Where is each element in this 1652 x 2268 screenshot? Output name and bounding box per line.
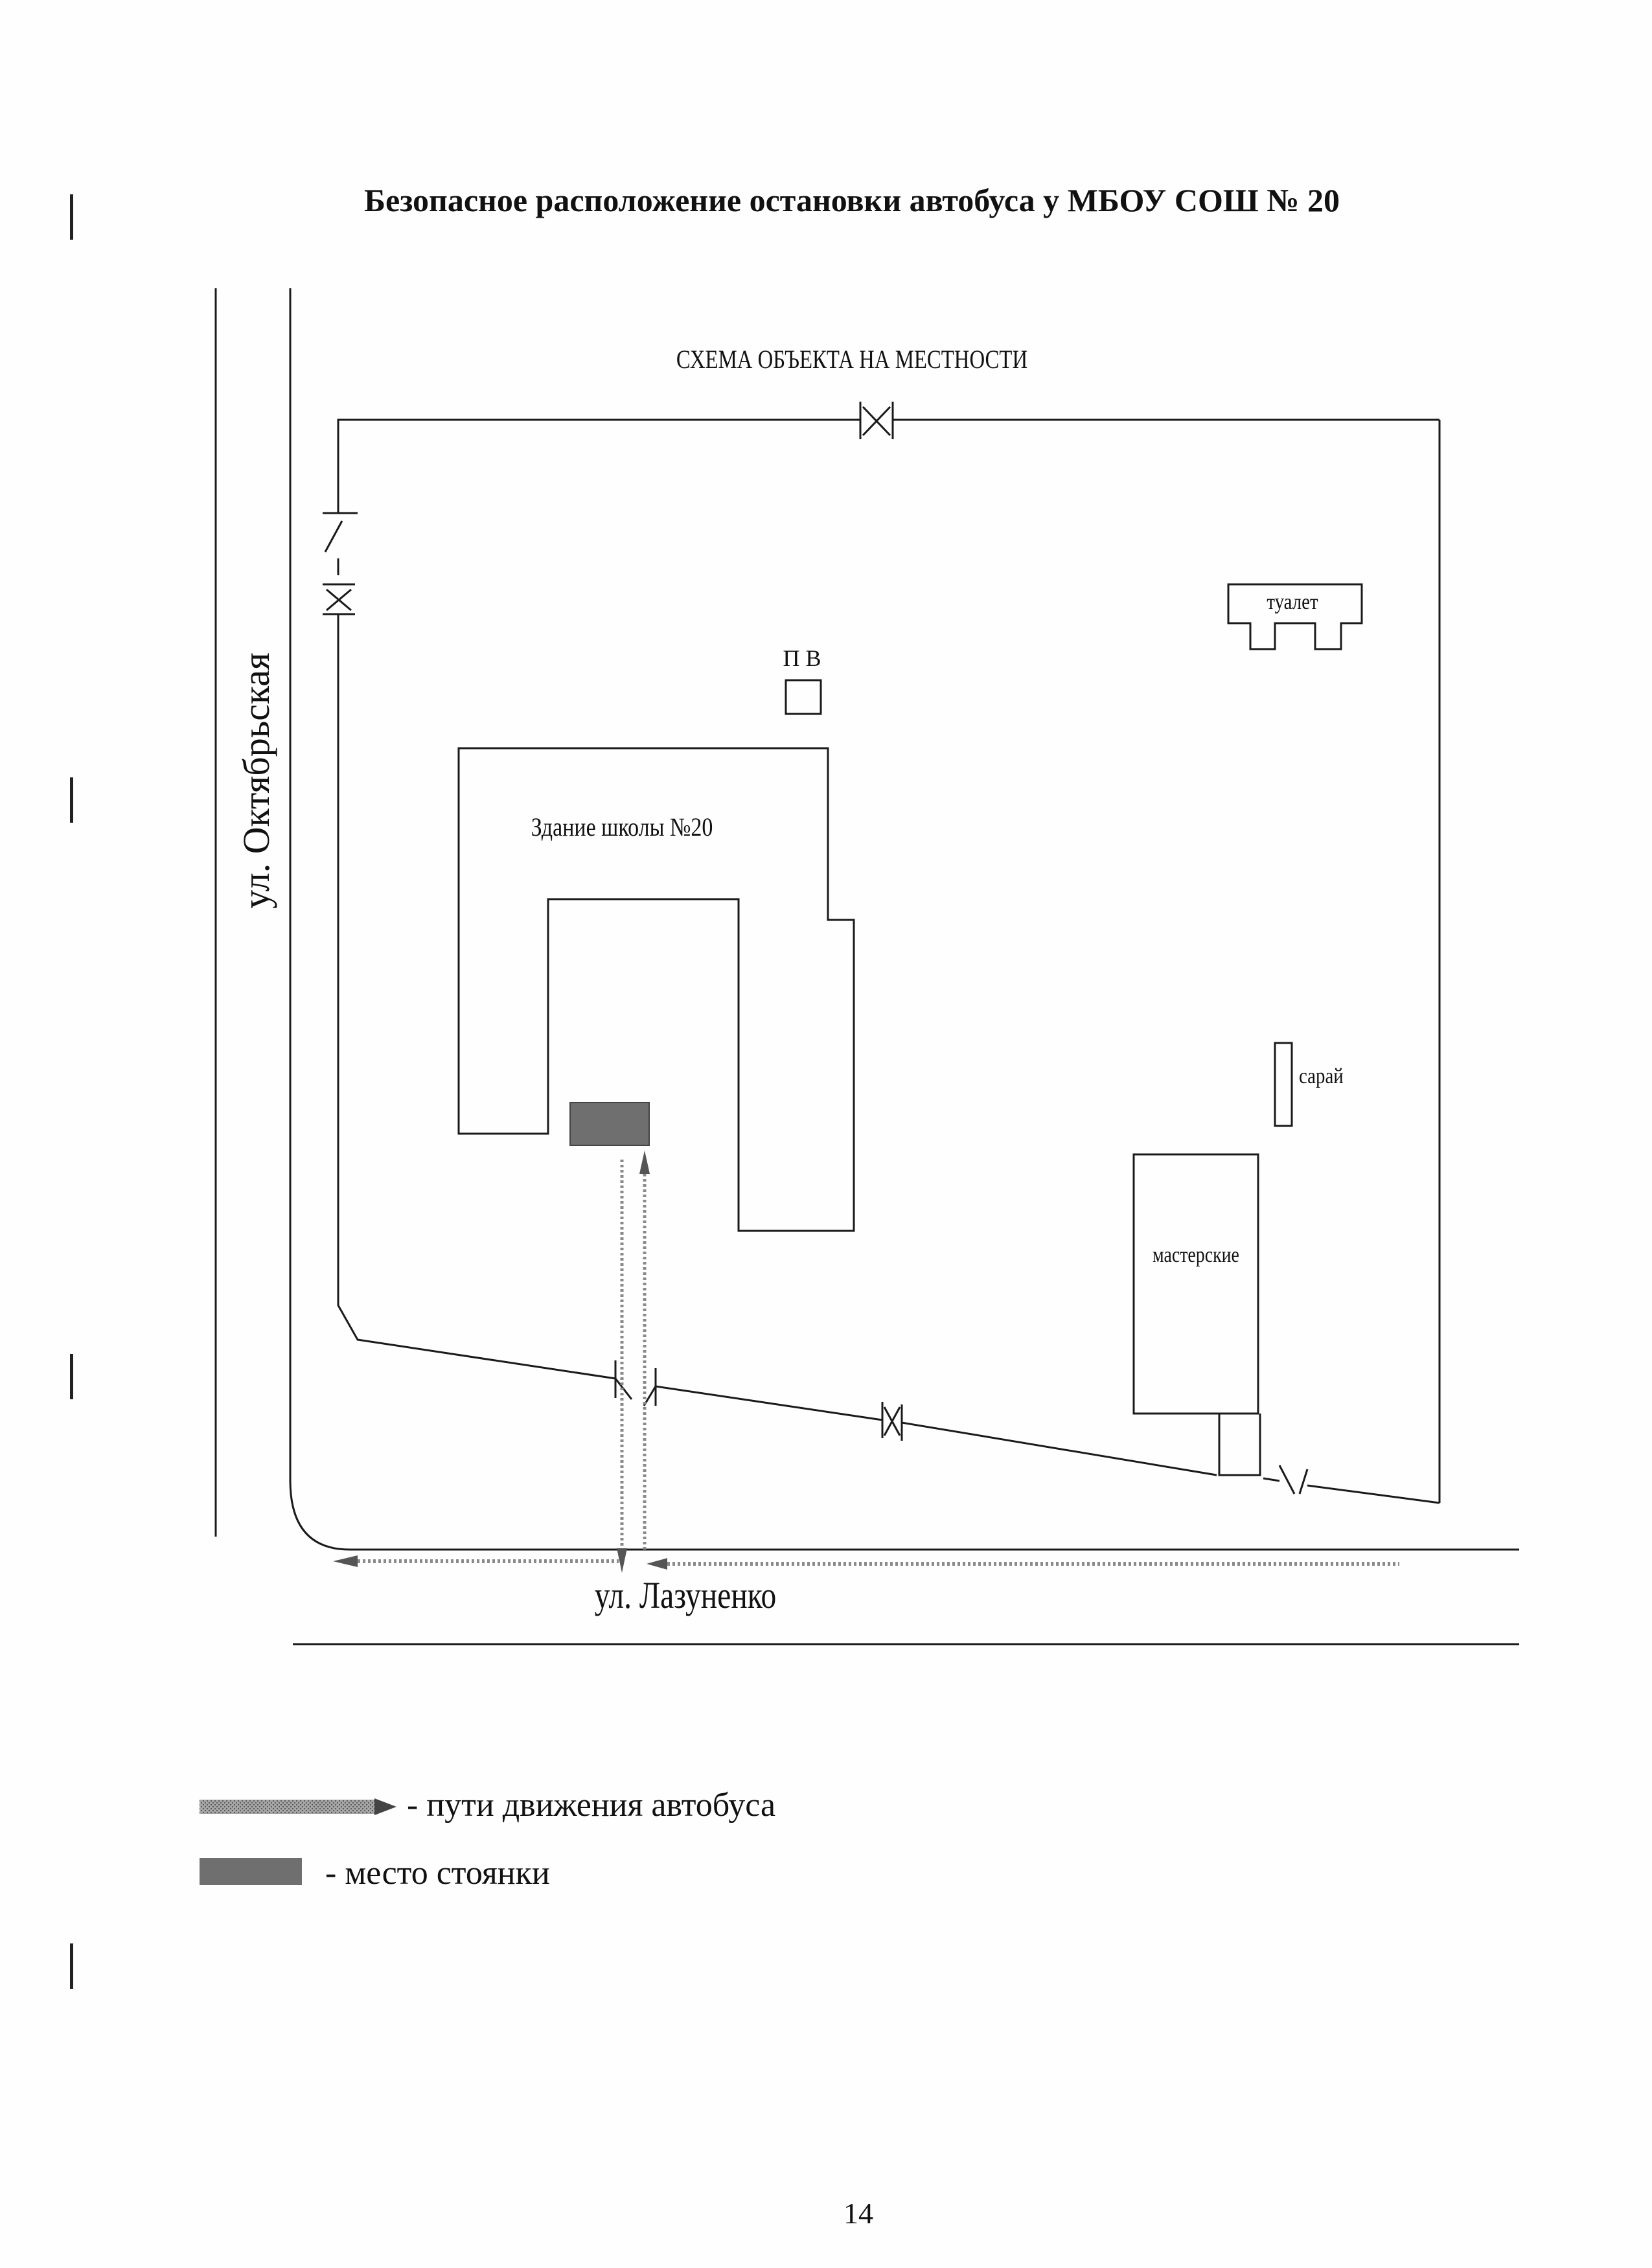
legend: - пути движения автобуса - место стоянки [200,1787,775,1892]
scan-mark [70,1354,73,1399]
school-label: Здание школы №20 [531,814,713,842]
legend-bus-path-swatch [200,1798,396,1815]
scan-mark [70,777,73,823]
pv-label: П В [783,645,821,671]
gate-bottom-right [1278,1465,1309,1495]
toilet-building [1227,583,1363,650]
bus-path [333,1151,1399,1573]
workshops-annex [1218,1414,1261,1476]
workshops-label: мастерские [1153,1242,1239,1266]
street-oktyabrskaya [214,288,1519,1551]
scan-mark [70,1943,73,1989]
perimeter-fence [337,418,1441,1504]
gate-left-upper [323,512,358,553]
street-label-oktyabrskaya: ул. Октябрьская [235,652,277,908]
legend-parking-label: - место стоянки [325,1855,550,1892]
scan-mark [70,194,73,240]
toilet-label: туалет [1267,590,1318,614]
gate-bottom-middle [881,1402,903,1441]
shed-label: сарай [1299,1064,1344,1088]
school-building [457,747,855,1232]
page-number: 14 [843,2197,873,2230]
parking-spot [569,1102,650,1146]
gate-top [859,402,894,439]
gate-left-lower [323,583,355,615]
street-label-lazunenko: ул. Лазуненко [595,1575,777,1616]
scheme-title: СХЕМА ОБЪЕКТА НА МЕСТНОСТИ [676,345,1027,374]
shed-building [1274,1042,1293,1127]
document-title: Безопасное расположение остановки автобу… [363,182,1340,218]
legend-parking-swatch [200,1858,302,1885]
workshops-building [1132,1153,1259,1415]
legend-bus-path-label: - пути движения автобуса [407,1787,775,1824]
pv-box [785,679,822,715]
